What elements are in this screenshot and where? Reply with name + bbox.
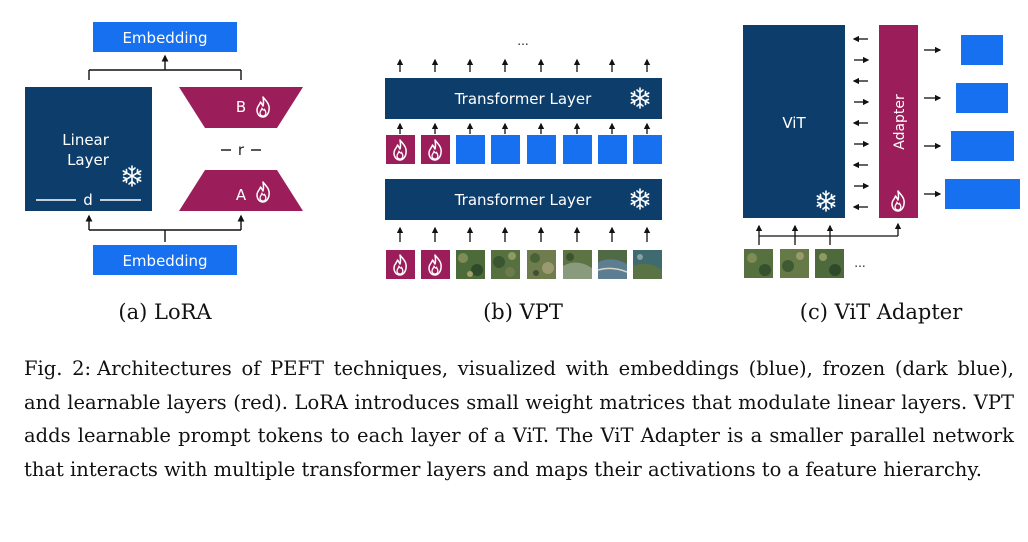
vpt-arrows-top xyxy=(396,58,651,72)
vit-adapter-diagram: ViT Adapter xyxy=(743,25,1020,278)
lora-matrix-a-label: A xyxy=(236,186,247,204)
adapter-input-connector xyxy=(755,222,902,245)
transformer-layer-top-label: Transformer Layer xyxy=(454,90,592,108)
embedding-token xyxy=(527,135,556,164)
image-patch xyxy=(456,250,485,279)
feature-hierarchy-arrows xyxy=(924,46,942,198)
dim-d-label: d xyxy=(83,191,93,209)
lora-embedding-top-label: Embedding xyxy=(122,29,207,47)
embedding-token xyxy=(633,135,662,164)
vit-block xyxy=(743,25,845,218)
lora-embedding-bottom-label: Embedding xyxy=(122,252,207,270)
feature-map-level-2 xyxy=(956,83,1008,113)
lora-matrix-b xyxy=(179,87,303,128)
vpt-ellipsis: ... xyxy=(517,34,528,48)
lora-embedding-top xyxy=(93,22,237,52)
embedding-token xyxy=(456,135,485,164)
transformer-layer-bottom xyxy=(385,179,662,220)
vpt-token-row-bottom xyxy=(386,250,662,279)
lora-diagram: Embedding Linear Layer d B r A xyxy=(25,22,303,275)
image-patch xyxy=(491,250,520,279)
rank-r-label: r xyxy=(238,141,245,159)
image-patch xyxy=(527,250,556,279)
adapter-block xyxy=(879,25,918,218)
figure-caption-text: Architectures of PEFT techniques, visual… xyxy=(24,357,1015,481)
transformer-layer-bottom-label: Transformer Layer xyxy=(454,191,592,209)
figure-caption: Fig. 2:Architectures of PEFT techniques,… xyxy=(24,352,1014,486)
adapter-image-patches xyxy=(744,249,844,278)
feature-map-level-3 xyxy=(951,131,1014,161)
vit-label: ViT xyxy=(782,114,806,132)
vpt-diagram: ... Transformer Layer xyxy=(385,34,662,279)
lora-matrix-a xyxy=(179,170,303,211)
linear-layer-block xyxy=(25,87,152,211)
lora-matrix-b-label: B xyxy=(236,98,246,116)
vpt-arrows-mid-upper xyxy=(396,122,651,134)
adapter-label: Adapter xyxy=(892,94,908,150)
vit-adapter-arrows xyxy=(852,35,870,211)
embedding-token xyxy=(563,135,592,164)
image-patch xyxy=(780,249,809,278)
adapter-ellipsis: ... xyxy=(854,256,865,270)
linear-layer-label-line1: Linear xyxy=(62,131,109,149)
figure-caption-prefix: Fig. 2: xyxy=(24,357,92,380)
adapter-subcaption: (c) ViT Adapter xyxy=(800,300,963,324)
linear-layer-label: Linear Layer xyxy=(62,131,113,169)
lora-subcaption: (a) LoRA xyxy=(118,300,212,324)
transformer-layer-top xyxy=(385,78,662,119)
embedding-token xyxy=(598,135,627,164)
peft-architectures-figure: Embedding Linear Layer d B r A xyxy=(25,22,1020,324)
vpt-arrows-bottom xyxy=(396,226,651,242)
linear-layer-label-line2: Layer xyxy=(67,151,110,169)
embedding-token xyxy=(491,135,520,164)
lora-bottom-connector xyxy=(85,214,245,242)
vpt-token-row-middle xyxy=(386,135,662,164)
vpt-subcaption: (b) VPT xyxy=(483,300,563,324)
image-patch xyxy=(597,250,628,279)
dim-d-indicator: d xyxy=(36,191,141,209)
lora-embedding-bottom xyxy=(93,245,237,275)
image-patch xyxy=(563,250,592,279)
feature-map-level-4 xyxy=(945,179,1020,209)
image-patch xyxy=(744,249,773,278)
image-patch xyxy=(633,250,662,279)
feature-map-level-1 xyxy=(961,35,1003,65)
image-patch xyxy=(815,249,844,278)
lora-top-connector xyxy=(88,54,242,80)
rank-r-indicator: r xyxy=(221,141,261,159)
